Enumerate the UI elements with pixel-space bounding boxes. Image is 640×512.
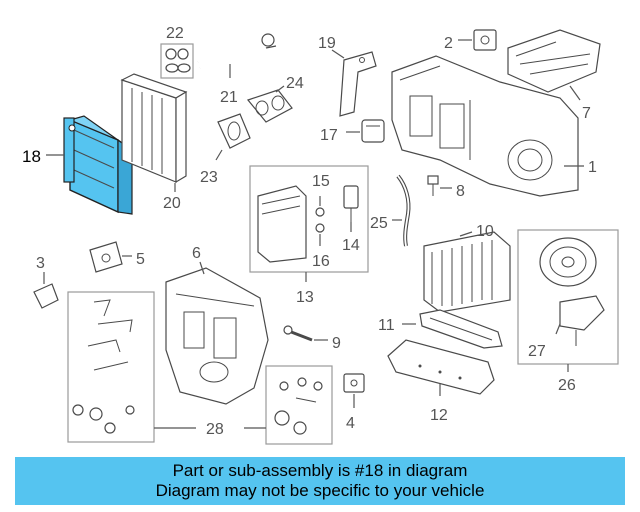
callout-24: 24 — [286, 75, 304, 92]
callout-20: 20 — [163, 195, 181, 212]
callout-19: 19 — [318, 35, 336, 52]
part-25-hose[interactable] — [396, 174, 411, 247]
callout-7: 7 — [582, 105, 591, 122]
callout-16: 16 — [312, 253, 330, 270]
part-24-gasket[interactable] — [246, 89, 293, 123]
callout-3: 3 — [36, 255, 45, 272]
banner-line-1: Part or sub-assembly is #18 in diagram — [172, 461, 468, 480]
callout-23: 23 — [200, 169, 218, 186]
callout-12: 12 — [430, 407, 448, 424]
part-11-duct[interactable] — [419, 309, 503, 349]
callout-2: 2 — [444, 35, 453, 52]
callout-10: 10 — [476, 223, 494, 240]
part-22-seals[interactable] — [165, 48, 191, 73]
callout-21: 21 — [220, 89, 238, 106]
part-2-actuator[interactable] — [473, 29, 497, 51]
callout-17: 17 — [320, 127, 338, 144]
part-19-bracket[interactable] — [339, 51, 377, 117]
callout-1: 1 — [588, 159, 597, 176]
callout-5: 5 — [136, 251, 145, 268]
banner-line-2: Diagram may not be specific to your vehi… — [155, 481, 485, 500]
callout-6: 6 — [192, 245, 201, 262]
part-7-upper-housing[interactable] — [507, 29, 601, 93]
part-8-screw[interactable] — [427, 175, 439, 196]
box-28a — [67, 291, 155, 443]
parts-diagram: 18 20 22 21 24 23 — [22, 25, 619, 445]
part-17-actuator[interactable] — [361, 119, 385, 143]
part-6-lower-housing[interactable] — [165, 267, 269, 405]
part-26-blower-motor[interactable] — [539, 237, 597, 287]
callout-11: 11 — [378, 317, 395, 334]
callout-9: 9 — [332, 335, 341, 352]
part-10-cabin-filter[interactable] — [423, 231, 511, 313]
part-13-blend-unit[interactable] — [257, 185, 307, 263]
info-banner: Part or sub-assembly is #18 in diagram D… — [15, 457, 625, 505]
part-4-actuator[interactable] — [343, 373, 365, 393]
part-14-valve[interactable] — [343, 185, 359, 222]
part-5-actuator[interactable] — [89, 241, 123, 273]
box-28b — [265, 365, 333, 445]
callout-28: 28 — [206, 421, 224, 438]
part-27-resistor[interactable] — [559, 295, 605, 346]
part-18-evaporator[interactable] — [63, 115, 133, 215]
callout-26: 26 — [558, 377, 576, 394]
part-21-heater-pipe[interactable] — [197, 33, 277, 70]
callout-27: 27 — [528, 343, 546, 360]
callout-25: 25 — [370, 215, 388, 232]
box-13 — [249, 165, 369, 273]
part-1-hvac-housing[interactable] — [391, 55, 579, 197]
part-9-sensor[interactable] — [283, 325, 313, 342]
callout-15: 15 — [312, 173, 330, 190]
callout-8: 8 — [456, 183, 465, 200]
part-28-linkage-kit[interactable] — [72, 299, 323, 435]
part-20-heater-core[interactable] — [120, 73, 188, 184]
part-15-clip[interactable] — [315, 207, 325, 217]
part-3-bracket[interactable] — [33, 283, 59, 309]
callout-4: 4 — [346, 415, 355, 432]
part-12-cover[interactable] — [387, 339, 495, 395]
callout-18: 18 — [22, 147, 41, 166]
callout-22: 22 — [166, 25, 184, 42]
callout-13: 13 — [296, 289, 314, 306]
box-22 — [160, 43, 194, 79]
callout-14: 14 — [342, 237, 360, 254]
part-16-clip[interactable] — [315, 223, 325, 233]
part-23-seal[interactable] — [217, 113, 251, 149]
